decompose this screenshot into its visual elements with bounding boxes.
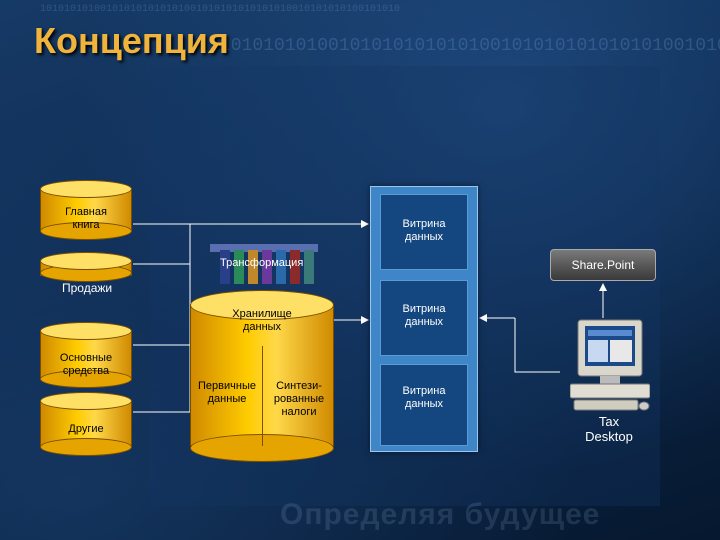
transformation-label: Трансформация — [220, 257, 304, 269]
source-cylinder — [40, 252, 132, 282]
source-label: Главная книга — [65, 206, 107, 231]
sharepoint-button[interactable]: Share.Point — [550, 249, 656, 281]
data-mart-box: Витрина данных — [380, 280, 468, 356]
warehouse-primary-label: Первичные данные — [198, 380, 256, 405]
data-mart-box: Витрина данных — [380, 194, 468, 270]
source-cylinder: Другие — [40, 392, 132, 456]
data-mart-label: Витрина данных — [402, 303, 446, 328]
source-cylinder: Главная книга — [40, 180, 132, 240]
data-mart-box: Витрина данных — [380, 364, 468, 446]
source-label: Основные средства — [59, 352, 113, 377]
source-cylinder: Основные средства — [40, 322, 132, 388]
warehouse-cylinder: Хранилище данных Первичные данные Синтез… — [190, 290, 334, 462]
data-mart-label: Витрина данных — [402, 218, 446, 243]
transformation-graphic — [210, 244, 318, 284]
source-label: Продажи — [62, 281, 113, 295]
tax-desktop-label: Tax Desktop — [585, 414, 633, 444]
binary-pattern: 1010101010010101010101010010101010101010… — [220, 36, 720, 56]
connector-line — [514, 318, 560, 373]
computer-icon — [570, 319, 650, 411]
source-label: Другие — [68, 423, 104, 435]
warehouse-label: Хранилище данных — [232, 308, 292, 333]
warehouse-synth-label: Синтези- рованные налоги — [273, 380, 325, 418]
watermark: Определяя будущее — [280, 498, 601, 531]
page-title: Концепция — [34, 20, 229, 61]
binary-pattern: 1010101010010101010101010010101010101010… — [40, 4, 401, 15]
data-mart-label: Витрина данных — [402, 385, 446, 410]
